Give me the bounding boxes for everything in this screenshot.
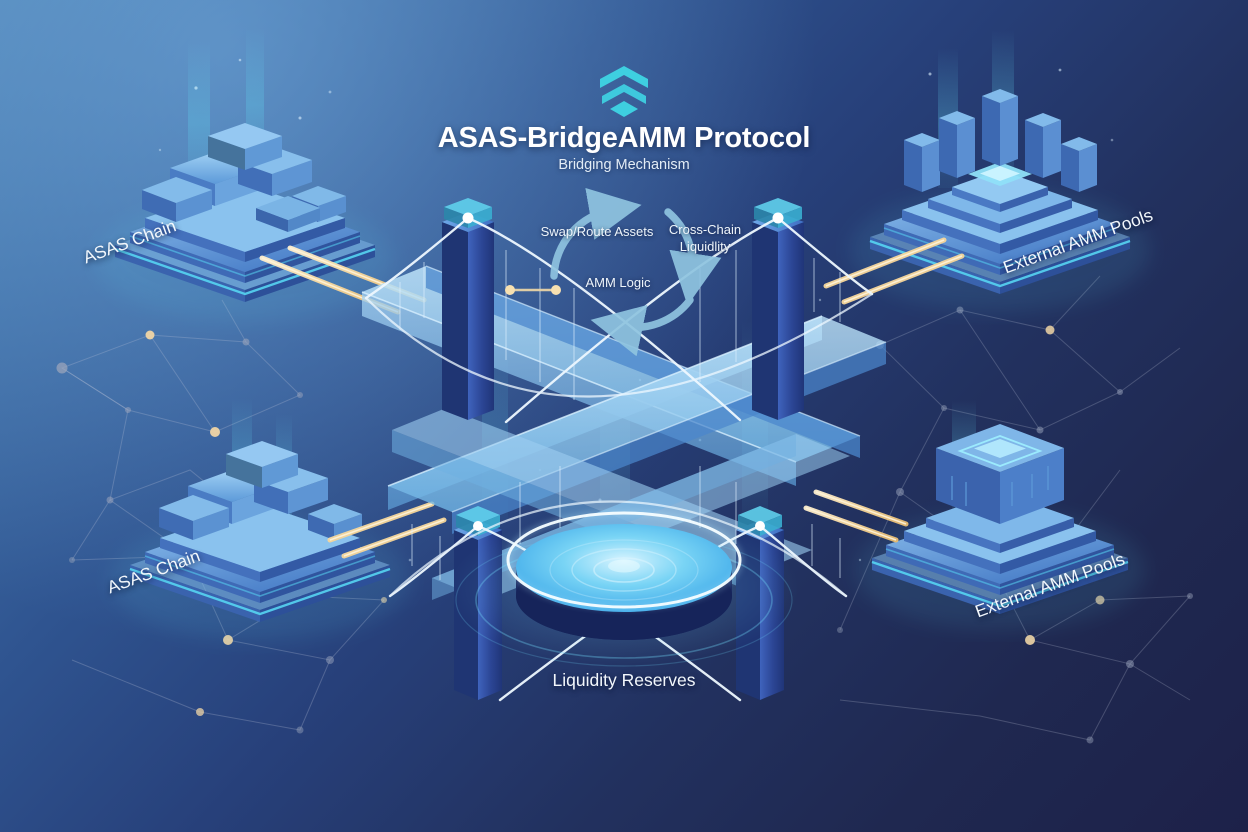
node-label-chain-bottom-left: ASAS Chain: [104, 545, 203, 598]
connection-beam-top-right: [823, 237, 965, 305]
node-platform-pools-top-right[interactable]: [850, 89, 1150, 312]
circular-flow-arrows: [550, 187, 722, 357]
platform-base-slabs: [869, 162, 1131, 294]
node-platform-pools-bottom-right[interactable]: [855, 424, 1145, 630]
node-label-pools-top-right: External AMM Pools: [1000, 204, 1156, 278]
liquidity-pool[interactable]: [449, 509, 799, 667]
platform-base-slabs: [871, 492, 1129, 614]
flow-label-swap-route-assets: Swap/Route Assets: [540, 224, 654, 239]
node-label-chain-top-left: ASAS Chain: [80, 215, 179, 268]
glowing-cube: [936, 424, 1064, 524]
gold-link-connector: [505, 285, 561, 295]
connection-beam-bottom-left: [327, 501, 447, 559]
node-label-pools-bottom-right: External AMM Pools: [972, 548, 1128, 622]
center-label-liquidity-reserves: Liquidity Reserves: [552, 670, 696, 690]
platform-cube-cluster: [142, 123, 346, 232]
platform-pillars: [904, 89, 1097, 192]
node-platform-chain-top-left[interactable]: [95, 123, 395, 322]
page-title: ASAS-BridgeAMM Protocol: [437, 122, 811, 154]
stacked-chevron-hexagon-logo-icon: [600, 66, 648, 117]
flow-label-amm-logic: AMM Logic: [585, 275, 651, 290]
bridge-tower-upper-right: [752, 198, 804, 420]
connection-beam-bottom-right: [803, 489, 909, 543]
cable-anchor-points: [462, 212, 784, 531]
page-subtitle: Bridging Mechanism: [558, 157, 690, 173]
flow-label-cross-chain-liquidity: Cross-Chain Liquidlity: [668, 222, 742, 254]
